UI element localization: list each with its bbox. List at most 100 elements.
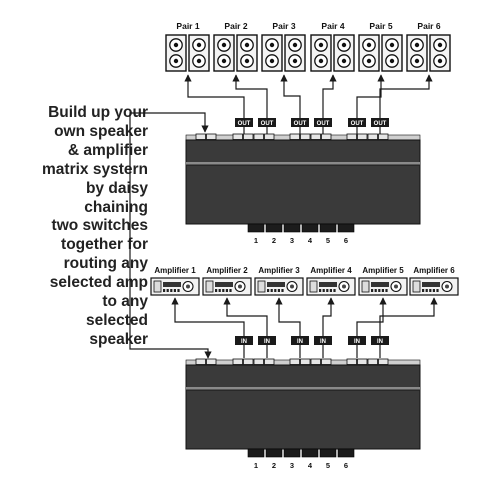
port-tag-label: IN [297,339,303,345]
rear-port [289,358,300,365]
speaker-pair-label: Pair 3 [272,21,295,31]
amplifier-panel [205,280,214,293]
amplifier-button [163,289,166,292]
amplifier-display [163,282,181,287]
rear-port [232,133,243,140]
switch-stripe-shadow [186,389,420,391]
rear-port [321,133,332,140]
amplifier-panel [309,280,318,293]
amplifier-button [319,289,322,292]
rear-port [378,358,389,365]
speaker-cone-icon [389,58,395,64]
speaker-wire [280,74,301,134]
speaker-cone-icon [196,42,202,48]
description-line: selected [85,311,148,329]
amplifier-wire [379,297,438,358]
amplifier-button [177,289,180,292]
switch-stripe [186,387,420,390]
amplifier-display [422,282,440,287]
speaker-pair-label: Pair 6 [417,21,440,31]
amplifier-button [267,289,270,292]
description-line: own speaker [54,122,148,140]
selector-button [337,448,355,458]
selector-button [283,448,301,458]
speaker-cone-icon [221,42,227,48]
selector-button [283,223,301,233]
rear-port [346,133,357,140]
rear-port [206,133,217,140]
port-tag [348,118,366,127]
amplifier-display [371,282,389,287]
speaker-cone-icon [318,42,324,48]
port-tag [291,118,309,127]
rear-port [378,133,389,140]
amplifier-label: Amplifier 1 [154,266,196,275]
speaker-cone-icon [414,58,420,64]
port-tag-label: OUT [294,121,307,127]
speaker-cone-icon [269,42,275,48]
volume-knob-center [394,284,398,289]
port-tag [258,336,276,345]
port-tag-label: OUT [374,121,387,127]
daisy-chain-wire [129,112,212,359]
rear-port [253,358,264,365]
port-tag-label: IN [241,339,247,345]
amplifier-button [215,289,218,292]
selector-button-number: 1 [254,461,258,470]
amplifier-button [229,289,232,292]
amplifier-button [381,289,384,292]
amplifier-wire [356,297,387,358]
amplifier-wire [223,297,268,358]
rear-port [367,358,378,365]
port-tag-label: IN [377,339,383,345]
description-line: by daisy [85,179,148,197]
amplifier-button [374,289,377,292]
selector-button-number: 1 [254,236,258,245]
selector-button-number: 6 [344,236,348,245]
speaker-wire [322,74,337,134]
amplifier-wire [275,297,301,358]
port-tag [371,118,389,127]
speaker-cone-icon [389,42,395,48]
description-line: Build up your [48,104,148,121]
speaker-cone-icon [244,58,250,64]
selector-button [247,448,265,458]
amplifier-button [170,289,173,292]
amplifier-button [425,289,428,292]
port-tag-label: IN [264,339,270,345]
description-line: matrix systern [42,160,148,178]
amplifier-panel [412,280,421,293]
rear-port [253,133,264,140]
switch-body [185,139,421,225]
port-tag [371,336,389,345]
rear-port [310,358,321,365]
speaker-cone-icon [221,58,227,64]
amplifier-button [218,289,221,292]
rear-port [243,358,254,365]
speaker-cone-icon [366,58,372,64]
amplifier-button [378,289,381,292]
speaker-cone-icon [414,42,420,48]
amplifier-label: Amplifier 6 [413,266,455,275]
speaker-pair-label: Pair 2 [224,21,247,31]
port-tag-label: OUT [261,121,274,127]
amplifier-button [436,289,439,292]
description-line: together for [61,236,148,254]
rear-port [357,358,368,365]
amplifier-label: Amplifier 5 [362,266,404,275]
amplifier-button [166,289,169,292]
rear-port [264,358,275,365]
selector-button [337,223,355,233]
selector-button-number: 2 [272,461,276,470]
port-tag [235,336,253,345]
description-line: selected amp [49,274,148,292]
rear-port [195,358,206,365]
port-tag [291,336,309,345]
speaker-cone-icon [292,58,298,64]
speaker-wire [356,74,385,134]
amplifier-panel [361,280,370,293]
volume-knob-center [342,284,346,289]
rear-port [195,133,206,140]
